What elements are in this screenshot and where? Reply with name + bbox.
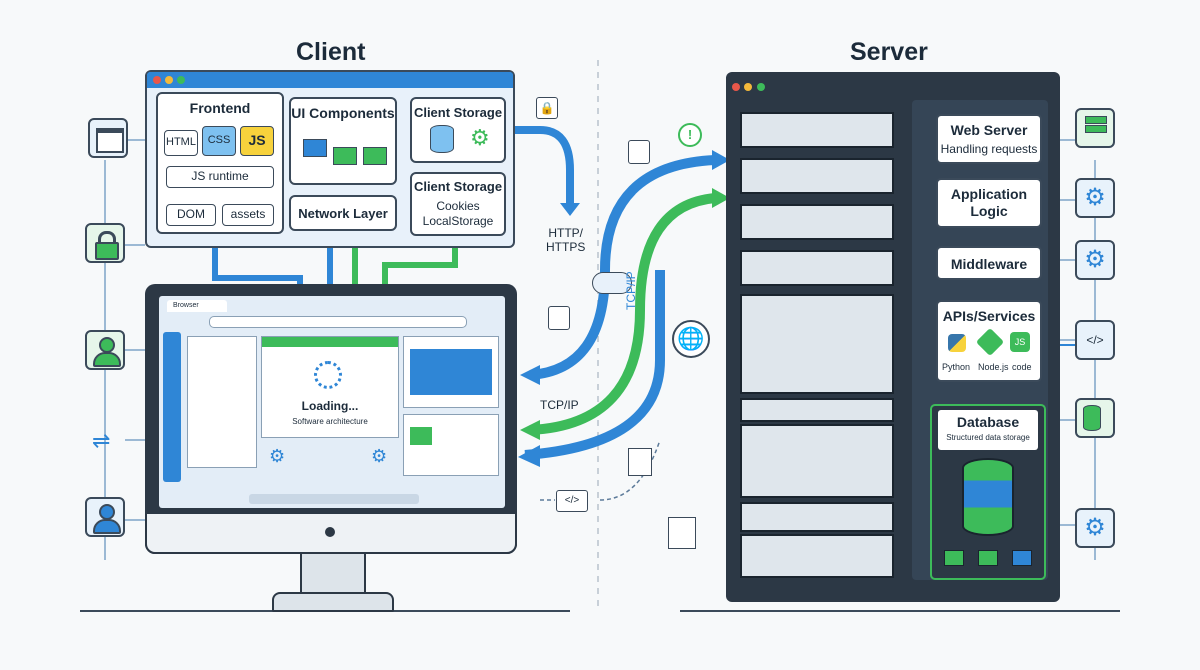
alert-icon: ! [678, 123, 702, 147]
gear-icon: ⚙ [1075, 240, 1115, 280]
js-runtime: JS runtime [166, 166, 274, 188]
gear-icon: ⚙ [1075, 508, 1115, 548]
app-logic-title: Application Logic [950, 186, 1028, 219]
http-label: HTTP/ HTTPS [546, 226, 586, 254]
taskbar [249, 494, 419, 504]
window-icon [88, 118, 128, 158]
cloud-icon [592, 272, 632, 294]
apis-box: APIs/Services JS Python Node.js code [936, 300, 1042, 382]
monitor-chin [145, 512, 517, 554]
dom-chip: DOM [166, 204, 216, 226]
gear-icon: ⚙ [1075, 178, 1115, 218]
gear-icon: ⚙ [470, 125, 490, 150]
database-icon [430, 125, 454, 153]
monitor-stand [300, 554, 366, 594]
python-icon [948, 334, 966, 352]
address-bar[interactable] [209, 316, 467, 328]
frontend-title: Frontend [189, 100, 251, 116]
web-server-box: Web Server Handling requests [936, 114, 1042, 164]
monitor-base [272, 592, 394, 612]
client-storage-box: Client Storage Cookies LocalStorage [410, 172, 506, 236]
gear-icon: ⚙ [371, 446, 388, 466]
server-unit [740, 398, 894, 422]
middleware-title: Middleware [950, 256, 1028, 272]
js-badge: JS [1010, 332, 1030, 352]
blade-enclosure [740, 294, 894, 394]
server-unit [740, 534, 894, 578]
database-title: Database [956, 414, 1020, 430]
link-icon: ⇌ [92, 428, 111, 453]
sitemap-icon [668, 517, 696, 549]
server-unit [740, 112, 894, 148]
tcp-ip-vertical-label: TCP/IP [624, 271, 638, 310]
python-label: Python [942, 362, 971, 372]
network-layer-title: Network Layer [298, 206, 388, 221]
server-unit [740, 158, 894, 194]
css-badge: CSS [202, 126, 236, 156]
app-logic-box: Application Logic [936, 178, 1042, 228]
sidebar [163, 332, 181, 482]
lock-icon [85, 223, 125, 263]
server-unit [740, 424, 894, 498]
code-label: code [1012, 362, 1032, 372]
network-layer-box: Network Layer [289, 195, 397, 231]
list-icon [628, 140, 650, 164]
js-badge: JS [240, 126, 274, 156]
client-storage-title: Client Storage [413, 179, 503, 194]
frontend-box: Frontend HTML CSS JS JS runtime DOM asse… [156, 92, 284, 234]
server-unit [740, 502, 894, 532]
html-badge: HTML [164, 130, 198, 156]
apis-title: APIs/Services [942, 308, 1036, 324]
cookies-label: Cookies [436, 199, 480, 213]
right-panel-bottom [403, 414, 499, 476]
caption-text: Software architecture [292, 417, 368, 426]
client-title: Client [296, 38, 366, 66]
loading-panel: Loading... Software architecture [261, 336, 399, 438]
loading-text: Loading... [301, 399, 359, 413]
browser-tab-label: Browser [173, 302, 199, 309]
database-icon [962, 458, 1014, 536]
server-icon [1075, 108, 1115, 148]
right-panel-top [403, 336, 499, 408]
nodejs-icon [975, 327, 1005, 357]
server-unit [740, 204, 894, 240]
assets-chip: assets [222, 204, 274, 226]
database-header: Database Structured data storage [938, 410, 1038, 450]
gear-icon: ⚙ [269, 446, 286, 466]
document-icon [628, 448, 652, 476]
code-icon: </> [1075, 320, 1115, 360]
browser-tab[interactable]: Browser [167, 300, 227, 312]
spinner-icon [314, 361, 342, 389]
globe-icon: 🌐 [672, 320, 710, 358]
window-titlebar [147, 72, 513, 88]
server-title: Server [850, 38, 928, 66]
database-money-icon [1075, 398, 1115, 438]
client-storage-top-title: Client Storage [413, 105, 503, 120]
database-subtitle: Structured data storage [946, 433, 1030, 442]
tcp-ip-label: TCP/IP [540, 398, 579, 412]
list-icon [548, 306, 570, 330]
middleware-box: Middleware [936, 246, 1042, 280]
code-icon: </> [556, 490, 588, 512]
database-box: Database Structured data storage [930, 404, 1046, 580]
lock-icon: 🔒 [536, 97, 558, 119]
web-server-title: Web Server [950, 122, 1028, 138]
power-dot [325, 527, 335, 537]
user-icon [85, 497, 125, 537]
left-panel [187, 336, 257, 468]
web-server-subtitle: Handling requests [940, 142, 1038, 156]
user-icon [85, 330, 125, 370]
browser-window: Browser Loading... Software architecture… [159, 296, 505, 508]
nodejs-label: Node.js [978, 362, 1009, 372]
client-storage-top-box: Client Storage ⚙ [410, 97, 506, 163]
ui-components-title: UI Components [291, 105, 395, 121]
localstorage-label: LocalStorage [422, 214, 494, 228]
server-unit [740, 250, 894, 286]
ui-components-box: UI Components [289, 97, 397, 185]
